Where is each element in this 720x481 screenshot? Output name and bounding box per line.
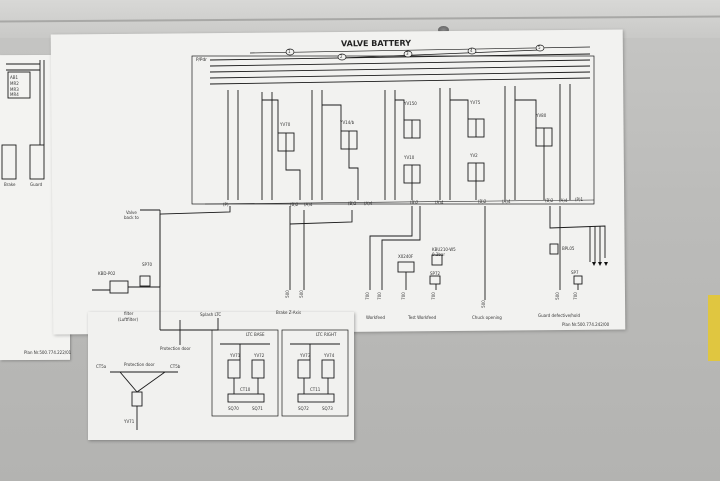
wire-label: 700 — [400, 292, 406, 300]
wire-label: 700 — [376, 292, 382, 300]
bus-line — [209, 59, 591, 67]
wire-label: 700 — [430, 292, 436, 300]
wire-label: 500 — [480, 300, 486, 308]
ltc-sq: SQ73 — [322, 406, 333, 411]
screw-head — [438, 26, 449, 34]
diagram-title: VALVE BATTERY — [340, 38, 412, 49]
door-label: Protection door — [124, 362, 155, 367]
ltc-ct: CT10 — [240, 387, 251, 392]
port-label: (A)4 — [364, 201, 373, 206]
valve-label: YV10 — [404, 155, 415, 160]
ltc-valve: YV74 — [324, 353, 335, 358]
port-label: (A)4 — [559, 198, 568, 203]
left-box-label: MR2 — [10, 81, 19, 86]
kbd-label: KBD-P02 — [98, 271, 116, 276]
protect-label: Protection door — [160, 346, 191, 351]
valve-frame — [191, 55, 595, 205]
bottom-label: Guard defective/hold — [538, 313, 581, 318]
ref-number: Plan Nr.500.774.242/00 — [562, 322, 610, 327]
left-label: back to — [124, 215, 139, 220]
door-label: CT5b — [170, 364, 181, 369]
ltc-valve: YV71 — [230, 353, 241, 358]
port-label: (A)4 — [435, 200, 444, 205]
bottom-label: Brake Z-Axis — [276, 310, 302, 315]
valve-label: YV70 — [280, 122, 291, 127]
wire-label: 500 — [284, 290, 290, 298]
ltc-ct: CT11 — [310, 387, 321, 392]
wire-label: 700 — [572, 292, 578, 300]
valve-label: YV2 — [470, 153, 478, 158]
ltc-title: LTC RIGHT — [316, 332, 337, 337]
ltc-title: LTC BASE — [246, 332, 265, 337]
bus-number: 3 — [406, 51, 409, 56]
bus-line — [209, 71, 591, 79]
valve-label: YV75 — [470, 100, 481, 105]
port-label: (B)2 — [545, 198, 554, 203]
component-label: SP7 — [571, 270, 579, 275]
title-line — [339, 49, 541, 59]
component-label: 0.2bar — [432, 252, 445, 257]
ltc-sq: SQ71 — [252, 406, 263, 411]
port-label: (B)2 — [348, 201, 357, 206]
bottom-label: Workfeed — [366, 315, 385, 320]
bus-number: 4 — [470, 48, 473, 53]
bus-marker — [337, 53, 347, 61]
port-label: (A)4 — [502, 199, 511, 204]
valve-label: YV80 — [536, 113, 547, 118]
bus-marker — [467, 47, 477, 55]
bus-line — [209, 77, 591, 85]
bus-number: 5 — [538, 45, 541, 50]
port-label: (B)2 — [478, 199, 487, 204]
component-label: SP72 — [430, 271, 441, 276]
wire-label: 500 — [554, 292, 560, 300]
valve-label: YV150 — [404, 101, 417, 106]
bus-marker — [403, 50, 413, 58]
door-label: CT5a — [96, 364, 107, 369]
yellow-edge — [708, 295, 720, 361]
afflux-label: (Luftfilter) — [118, 317, 139, 322]
component-label: BPL05 — [562, 246, 575, 251]
left-box-label: MR3 — [10, 87, 19, 92]
bus-number: 2 — [340, 54, 343, 59]
top-left-label: P/Pdr — [196, 57, 207, 62]
wire-label: 700 — [364, 292, 370, 300]
ltc-valve: YV72 — [254, 353, 265, 358]
bus-number: 1 — [288, 49, 291, 54]
title-line — [249, 46, 591, 54]
left-footer: Guard — [30, 182, 43, 187]
bottom-label: Test Workfeed — [408, 315, 437, 320]
port-label: (P) — [223, 202, 229, 207]
port-label: (A)4 — [304, 202, 313, 207]
component-label: KBU210-W5 — [432, 247, 456, 252]
valve-label: YV14/b — [340, 120, 355, 125]
ltc-sq: SQ72 — [298, 406, 309, 411]
wire-label: 500 — [298, 290, 304, 298]
filter-label: filter — [124, 311, 134, 316]
bus-marker — [285, 48, 295, 56]
bus-line — [209, 65, 591, 73]
port-label: (B)2 — [290, 202, 299, 207]
left-box-label: AB1 — [10, 75, 19, 80]
bus-line — [209, 53, 591, 61]
bottom-label: Chuck opening — [472, 315, 502, 320]
bus-marker — [535, 44, 545, 52]
left-ref: Plan Nr.500.774.222/01 — [24, 350, 72, 355]
port-label: (B)2 — [410, 200, 419, 205]
yv-bottom: YV71 — [124, 419, 135, 424]
splash-label: Splash LTC — [200, 312, 222, 317]
left-box-label: MR4 — [10, 92, 19, 97]
left-label: Valve — [126, 210, 137, 215]
component-label: X0240F — [398, 254, 414, 259]
ltc-valve: YV73 — [300, 353, 311, 358]
left-footer: Brake — [4, 182, 16, 187]
sp-box-label: SP70 — [142, 262, 153, 267]
ltc-sq: SQ70 — [228, 406, 239, 411]
port-label: (P)1 — [575, 197, 584, 202]
